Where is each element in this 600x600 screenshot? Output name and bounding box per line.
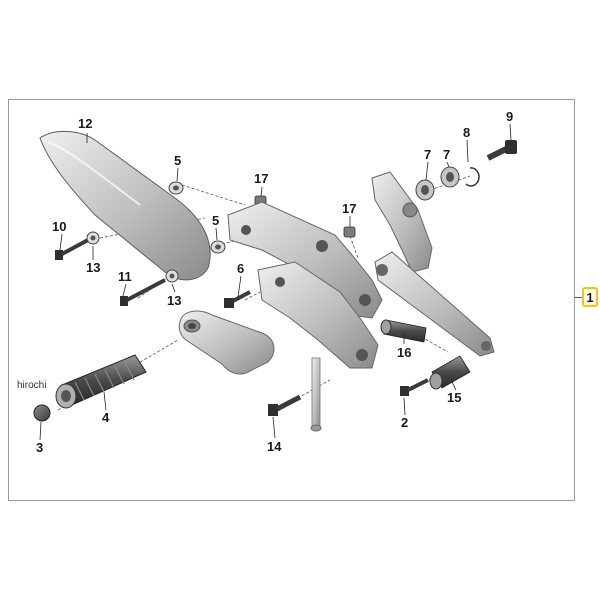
bolt-part-9 xyxy=(486,140,517,161)
diagram-frame xyxy=(8,99,575,501)
callout-2: 2 xyxy=(401,415,409,430)
main-bracket xyxy=(227,201,383,319)
bolt-part-2 xyxy=(400,378,429,396)
heel-guard-plate xyxy=(39,131,211,281)
washer-part-5-upper xyxy=(168,181,184,195)
callout-7-left: 7 xyxy=(424,147,432,162)
callout-5-lower: 5 xyxy=(212,213,220,228)
lower-bracket-link xyxy=(257,261,379,369)
lever-peg-part-16 xyxy=(380,319,427,343)
bolt-part-11 xyxy=(120,278,166,306)
end-cap-part-3 xyxy=(33,404,51,422)
callout-16: 16 xyxy=(397,345,412,360)
bearing-part-7-left xyxy=(415,179,435,201)
callout-7-right: 7 xyxy=(443,147,451,162)
bearing-part-7-right xyxy=(440,166,460,188)
callout-5-upper: 5 xyxy=(174,153,182,168)
reference-leader xyxy=(575,297,583,298)
assembly-reference-number: 1 xyxy=(582,287,598,307)
watermark-text: hirochi xyxy=(17,380,47,391)
lever-peg-part-15 xyxy=(429,355,471,390)
callout-10: 10 xyxy=(52,219,67,234)
washer-part-5-lower xyxy=(210,240,226,254)
nut-part-17-right xyxy=(343,226,356,238)
callout-13-upper: 13 xyxy=(86,260,101,275)
callout-15: 15 xyxy=(447,390,462,405)
callout-17-right: 17 xyxy=(342,201,357,216)
bolt-part-14 xyxy=(268,394,302,416)
callout-11: 11 xyxy=(118,269,132,284)
washer-part-13-upper xyxy=(86,231,100,245)
pivot-pin xyxy=(310,357,322,432)
bolt-part-6 xyxy=(224,290,251,308)
callout-3: 3 xyxy=(36,440,44,455)
callout-4: 4 xyxy=(102,410,110,425)
callout-13-lower: 13 xyxy=(167,293,182,308)
callout-17-left: 17 xyxy=(254,171,269,186)
callout-8: 8 xyxy=(463,125,471,140)
lever-arm xyxy=(371,171,495,357)
callout-12: 12 xyxy=(78,116,93,131)
callout-14: 14 xyxy=(267,439,282,454)
footpeg-holder xyxy=(178,310,275,375)
footpeg-part-4 xyxy=(55,354,147,409)
callout-leader-lines xyxy=(39,123,512,441)
circlip-part-8 xyxy=(465,167,480,187)
callout-6: 6 xyxy=(237,261,245,276)
washer-part-13-lower xyxy=(165,269,179,283)
bolt-part-10 xyxy=(55,238,89,260)
callout-9: 9 xyxy=(506,109,514,124)
